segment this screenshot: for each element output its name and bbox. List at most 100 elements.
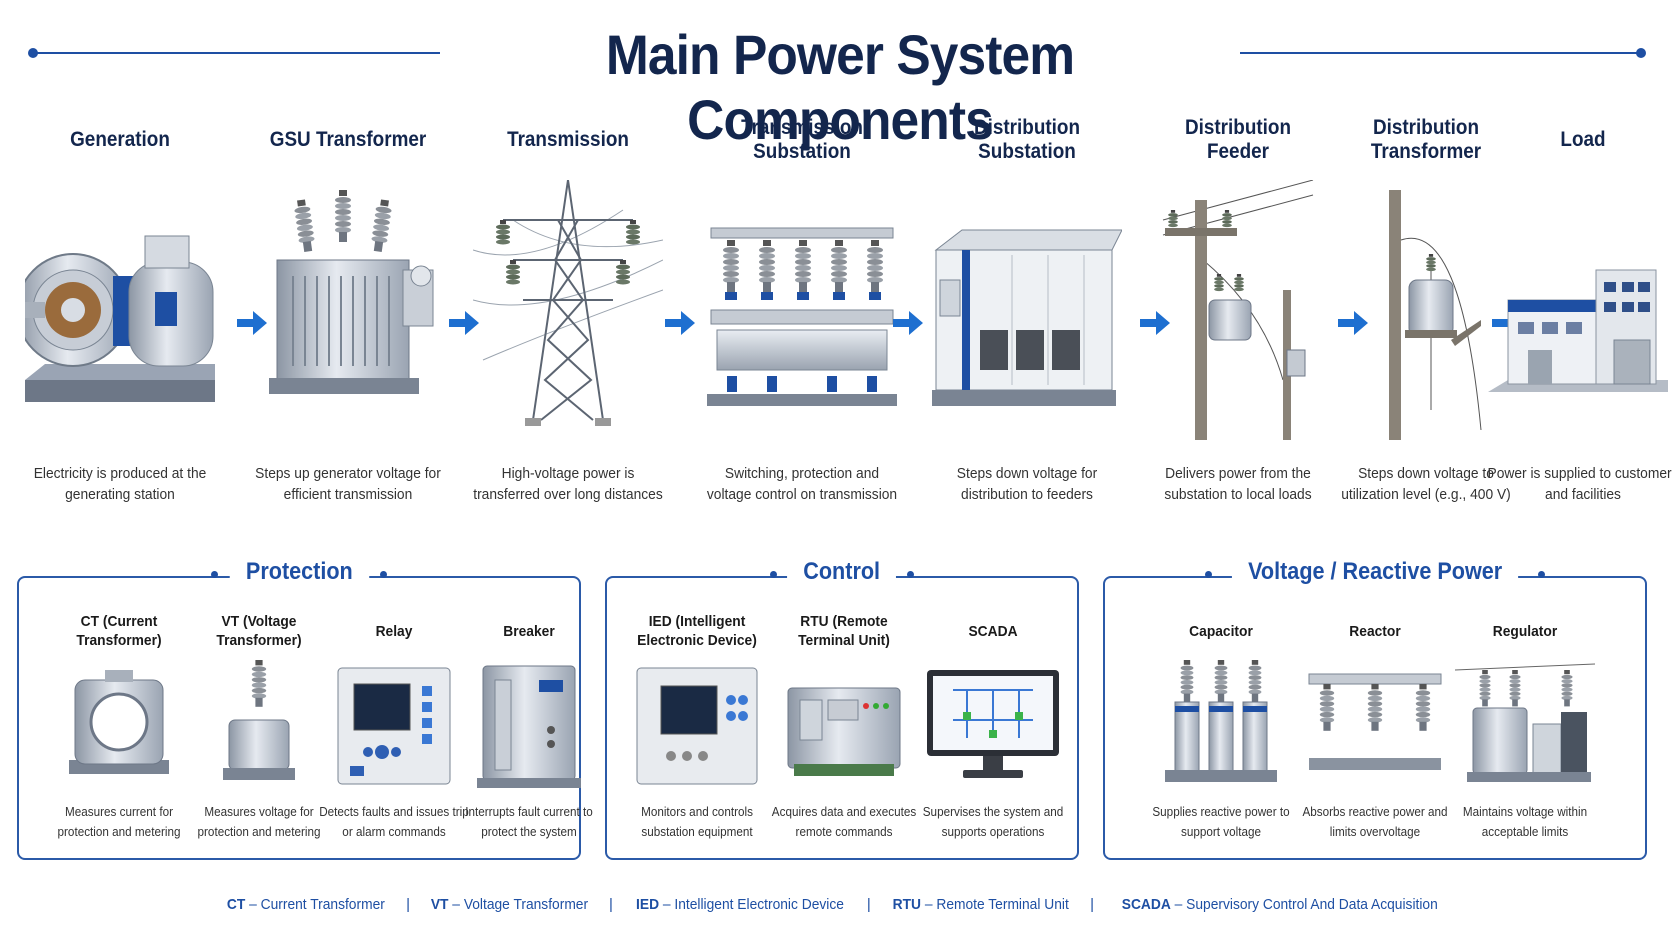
item-title: Breaker bbox=[503, 622, 555, 640]
legend-item-ied: IED – Intelligent Electronic Device bbox=[635, 896, 844, 913]
title-rule-left bbox=[32, 52, 440, 54]
item-title: IED (Intelligent Electronic Device) bbox=[637, 613, 757, 649]
stage-desc: Delivers power from the substation to lo… bbox=[1164, 465, 1312, 503]
item-desc: Measures voltage for protection and mete… bbox=[197, 804, 321, 839]
substation-icon bbox=[707, 227, 897, 406]
group-title: Protection bbox=[19, 558, 579, 586]
item-desc: Absorbs reactive power and limits overvo… bbox=[1302, 804, 1448, 839]
cabinet-icon bbox=[932, 229, 1122, 406]
stage-load: Load Power is supplied to customers and … bbox=[1488, 110, 1672, 520]
item-breaker: Breaker Interrupts fault current to prot… bbox=[459, 608, 599, 848]
item-title: VT (Voltage Transformer) bbox=[216, 613, 302, 649]
stage-distribution-transformer: Distribution Transformer Steps down volt… bbox=[1331, 110, 1521, 520]
stage-title: Transmission Substation bbox=[741, 116, 863, 163]
item-scada: SCADA Supervises the system and supports… bbox=[923, 608, 1063, 848]
breaker-icon bbox=[477, 665, 581, 788]
dot-icon bbox=[1204, 571, 1212, 579]
title-rule-right bbox=[1240, 52, 1642, 54]
item-desc: Measures current for protection and mete… bbox=[57, 804, 181, 839]
item-title: Regulator bbox=[1492, 622, 1558, 640]
stage-title: Distribution Feeder bbox=[1184, 116, 1292, 163]
group-title-text: Control bbox=[787, 558, 897, 586]
arrow-right-icon bbox=[893, 311, 923, 335]
title-row: Main Power System Components bbox=[0, 18, 1672, 151]
page-title: Main Power System Components bbox=[605, 23, 1075, 151]
stage-distribution-feeder: Distribution Feeder Delivers power from … bbox=[1143, 110, 1333, 520]
stage-title: Generation bbox=[70, 128, 170, 151]
item-capacitor: Capacitor Supplies reactive power to sup… bbox=[1151, 608, 1291, 848]
stage-transmission: Transmission High-voltage power is trans… bbox=[473, 110, 663, 520]
pole-icon bbox=[1162, 180, 1314, 440]
item-title: Capacitor bbox=[1189, 622, 1253, 640]
item-title: Reactor bbox=[1349, 622, 1401, 640]
ied-icon bbox=[636, 667, 758, 785]
stage-desc: Steps down voltage for distribution to f… bbox=[956, 465, 1098, 503]
item-regulator: Regulator Maintains voltage within accep… bbox=[1455, 608, 1595, 848]
item-title: RTU (Remote Terminal Unit) bbox=[798, 613, 890, 649]
stage-title: Load bbox=[1560, 128, 1606, 151]
item-desc: Interrupts fault current to protect the … bbox=[465, 804, 593, 839]
title-dot-left bbox=[28, 48, 38, 58]
stage-transmission-substation: Transmission Substation Switching, prote… bbox=[707, 110, 897, 520]
group-voltage-reactive-power: Voltage / Reactive Power Capacitor Suppl… bbox=[1103, 558, 1647, 860]
capacitor-icon bbox=[1165, 660, 1277, 782]
stage-generation: Generation Electricity is produced at th… bbox=[25, 110, 215, 520]
dot-icon bbox=[210, 571, 218, 579]
tower-icon bbox=[473, 180, 663, 426]
legend-item-ct: CT – Current Transformer bbox=[227, 896, 386, 913]
dot-icon bbox=[906, 571, 914, 579]
vt-icon bbox=[223, 660, 295, 780]
stage-desc: Steps up generator voltage for efficient… bbox=[255, 465, 441, 503]
monitor-icon bbox=[927, 670, 1059, 778]
item-title: CT (Current Transformer) bbox=[76, 613, 162, 649]
group-title-text: Protection bbox=[229, 558, 369, 586]
item-desc: Monitors and controls substation equipme… bbox=[641, 804, 753, 839]
item-reactor: Reactor Absorbs reactive power and limit… bbox=[1302, 608, 1447, 848]
group-title: Voltage / Reactive Power bbox=[1105, 558, 1645, 586]
stage-desc: High-voltage power is transferred over l… bbox=[473, 465, 663, 503]
stage-title: Distribution Substation bbox=[973, 116, 1081, 163]
group-control: Control IED (Intelligent Electronic Devi… bbox=[605, 558, 1079, 860]
regulator-icon bbox=[1455, 663, 1595, 782]
legend-item-vt: VT – Voltage Transformer bbox=[430, 896, 589, 913]
generator-icon bbox=[25, 235, 215, 402]
item-ied: IED (Intelligent Electronic Device) Moni… bbox=[627, 608, 767, 848]
item-title: SCADA bbox=[968, 622, 1018, 640]
dot-icon bbox=[770, 571, 778, 579]
rtu-icon bbox=[787, 687, 901, 776]
dot-icon bbox=[1538, 571, 1546, 579]
dot-icon bbox=[380, 571, 388, 579]
item-rtu: RTU (Remote Terminal Unit) Acquires data… bbox=[772, 608, 916, 848]
item-vt: VT (Voltage Transformer) Measures voltag… bbox=[189, 608, 329, 848]
stage-title: GSU Transformer bbox=[269, 128, 427, 151]
group-protection: Protection CT (Current Transformer) Meas… bbox=[17, 558, 593, 860]
stage-distribution-substation: Distribution Substation Steps down volta… bbox=[932, 110, 1122, 520]
item-ct: CT (Current Transformer) Measures curren… bbox=[49, 608, 189, 848]
item-desc: Acquires data and executes remote comman… bbox=[771, 804, 917, 839]
stage-title: Distribution Transformer bbox=[1370, 116, 1482, 163]
ct-icon bbox=[69, 670, 169, 774]
legend-item-scada: SCADA – Supervisory Control And Data Acq… bbox=[1121, 896, 1438, 913]
building-icon bbox=[1488, 269, 1668, 392]
item-desc: Detects faults and issues trip or alarm … bbox=[319, 804, 469, 839]
stage-desc: Switching, protection and voltage contro… bbox=[706, 465, 898, 503]
stage-desc: Steps down voltage to utilization level … bbox=[1341, 465, 1511, 503]
item-title: Relay bbox=[375, 622, 413, 640]
title-dot-right bbox=[1636, 48, 1646, 58]
group-title: Control bbox=[607, 558, 1077, 586]
item-desc: Supplies reactive power to support volta… bbox=[1152, 804, 1290, 839]
relay-icon bbox=[337, 667, 451, 785]
item-desc: Maintains voltage within acceptable limi… bbox=[1462, 804, 1588, 839]
transformer-icon bbox=[269, 190, 434, 394]
pole-transformer-icon bbox=[1389, 190, 1482, 440]
abbreviation-legend: CT – Current Transformer|VT – Voltage Tr… bbox=[227, 896, 1438, 913]
stage-gsu-transformer: GSU Transformer Steps up generator volta… bbox=[253, 110, 443, 520]
group-title-text: Voltage / Reactive Power bbox=[1231, 558, 1519, 586]
stage-desc: Power is supplied to customers and facil… bbox=[1487, 465, 1672, 503]
item-relay: Relay Detects faults and issues trip or … bbox=[319, 608, 469, 848]
reactor-icon bbox=[1308, 673, 1442, 770]
stage-desc: Electricity is produced at the generatin… bbox=[33, 465, 207, 503]
item-desc: Supervises the system and supports opera… bbox=[922, 804, 1064, 839]
stage-title: Transmission bbox=[507, 128, 629, 151]
arrow-right-icon bbox=[665, 311, 695, 335]
